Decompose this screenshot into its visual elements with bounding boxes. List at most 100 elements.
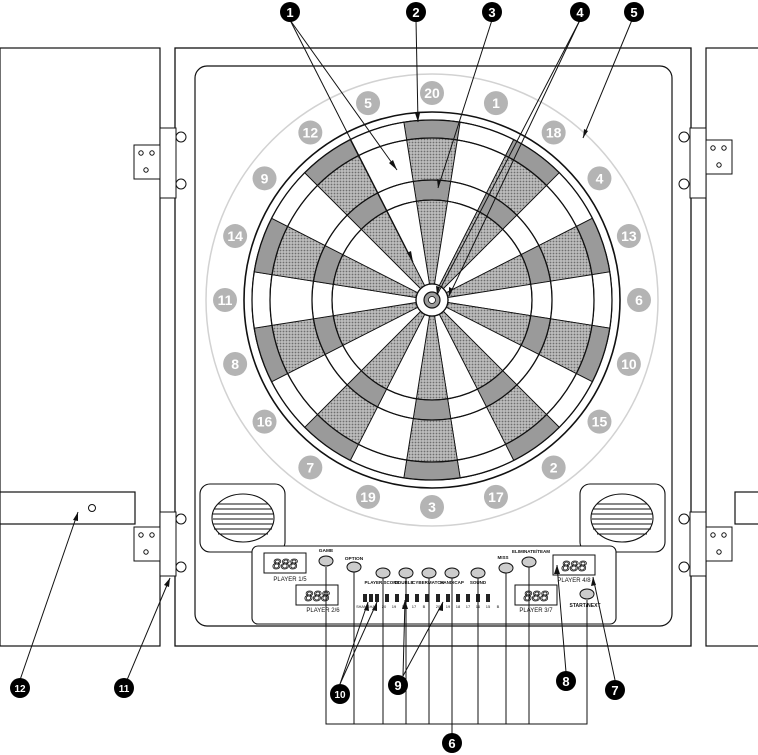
svg-text:888: 888 [304, 588, 330, 605]
svg-text:4: 4 [596, 170, 604, 186]
svg-text:5: 5 [630, 5, 637, 20]
callout-11: 11 [114, 678, 134, 698]
svg-text:GAME: GAME [319, 548, 334, 554]
callout-10: 10 [330, 684, 350, 704]
callout-5: 5 [624, 2, 644, 22]
svg-text:6: 6 [448, 736, 455, 751]
svg-text:9: 9 [261, 170, 269, 186]
svg-text:B: B [497, 604, 500, 609]
svg-text:11: 11 [119, 684, 130, 695]
hinge-top-right [678, 127, 733, 199]
svg-text:17: 17 [488, 489, 504, 505]
svg-text:20: 20 [436, 604, 441, 609]
segment-6-ring-2[interactable] [530, 280, 553, 320]
svg-text:20: 20 [382, 604, 387, 609]
board-number-1: 1 [483, 91, 508, 116]
hinge-top-left [133, 127, 187, 199]
svg-text:7: 7 [611, 683, 618, 698]
segment-6-ring-0[interactable] [591, 271, 613, 329]
display-player-4-8: 888 PLAYER 4/8 [552, 554, 596, 584]
segment-11-ring-2[interactable] [311, 280, 334, 320]
svg-text:2: 2 [412, 5, 419, 20]
segment-3-ring-1[interactable] [406, 418, 458, 463]
svg-text:19: 19 [446, 604, 451, 609]
svg-text:19: 19 [392, 604, 397, 609]
board-number-11: 11 [213, 288, 237, 312]
svg-text:15: 15 [592, 414, 608, 430]
game-button[interactable]: GAME [318, 548, 334, 567]
callout-4: 4 [570, 2, 590, 22]
svg-text:16: 16 [257, 414, 273, 430]
hinge-bottom-left [133, 511, 187, 577]
hinge-bottom-right [678, 511, 733, 577]
label-player-2-6: PLAYER 2/6 [306, 608, 340, 614]
svg-text:3: 3 [488, 5, 495, 20]
svg-text:11: 11 [218, 292, 233, 308]
svg-text:13: 13 [621, 228, 637, 244]
segment-20-ring-2[interactable] [412, 179, 452, 202]
svg-text:5: 5 [364, 95, 372, 111]
board-number-8: 8 [223, 351, 248, 376]
callout-leader-lines [19, 19, 633, 734]
segment-3-ring-2[interactable] [412, 398, 452, 421]
svg-text:4: 4 [576, 5, 584, 20]
segment-11-ring-1[interactable] [269, 274, 314, 326]
svg-text:14: 14 [227, 228, 243, 244]
board-number-18: 18 [541, 120, 566, 145]
ring-wire [269, 137, 595, 463]
label-player-3-7: PLAYER 3/7 [519, 608, 553, 614]
segment-11-ring-0[interactable] [251, 271, 273, 329]
ring-wire [331, 199, 533, 401]
svg-text:8: 8 [562, 674, 569, 689]
svg-text:888: 888 [523, 588, 549, 605]
callout-9: 9 [388, 675, 408, 695]
display-player-3-7: 888 PLAYER 3/7 [514, 584, 558, 614]
svg-text:MISS: MISS [497, 555, 508, 560]
svg-text:888: 888 [561, 558, 587, 575]
board-number-labels: 20 1 18 4 13 6 10 15 2 17 3 19 7 16 8 11 14 9 12 5 [213, 81, 651, 519]
start-next-button[interactable]: START/NEXT [569, 588, 601, 609]
svg-text:888: 888 [272, 556, 298, 573]
board-number-19: 19 [356, 484, 381, 509]
hinges [133, 127, 733, 577]
board-number-9: 9 [252, 166, 277, 191]
svg-text:10: 10 [334, 690, 346, 701]
callout-7: 7 [605, 680, 625, 700]
board-number-17: 17 [483, 484, 508, 509]
svg-text:12: 12 [303, 125, 319, 141]
segment-wires [251, 119, 613, 481]
board-number-2: 2 [541, 455, 566, 480]
svg-text:20: 20 [424, 85, 440, 101]
speaker-grille-left [199, 483, 286, 553]
label-player-1-5: PLAYER 1/5 [273, 577, 307, 583]
segment-3-ring-0[interactable] [403, 459, 461, 481]
board-number-12: 12 [298, 120, 323, 145]
board-number-5: 5 [356, 91, 381, 116]
dartboard[interactable] [243, 111, 621, 489]
segment-6-ring-1[interactable] [550, 274, 595, 326]
callout-12: 12 [10, 678, 30, 698]
svg-text:1: 1 [492, 95, 500, 111]
callout-badges: 1 2 3 4 5 6 7 8 9 10 11 12 [10, 2, 644, 753]
svg-text:2: 2 [550, 459, 558, 475]
svg-text:18: 18 [456, 604, 461, 609]
display-player-1-5: 888 PLAYER 1/5 [263, 552, 307, 583]
callout-8: 8 [556, 671, 576, 691]
ring-wire [311, 179, 553, 421]
board-number-14: 14 [223, 224, 248, 249]
board-number-10: 10 [616, 351, 641, 376]
callout-6: 6 [442, 733, 462, 753]
svg-text:B: B [423, 604, 426, 609]
svg-text:DOUBLE: DOUBLE [395, 580, 414, 585]
board-number-7: 7 [298, 455, 323, 480]
svg-text:15: 15 [486, 604, 491, 609]
callout-arrowheads [73, 113, 596, 611]
callout-1: 1 [280, 2, 300, 22]
callout-3: 3 [482, 2, 502, 22]
svg-text:CYBERMATCH: CYBERMATCH [412, 580, 444, 585]
segment-20-ring-1[interactable] [406, 137, 458, 182]
board-number-20: 20 [420, 81, 444, 105]
board-number-3: 3 [420, 495, 444, 519]
segment-20-ring-0[interactable] [403, 119, 461, 141]
board-number-6: 6 [627, 288, 651, 312]
